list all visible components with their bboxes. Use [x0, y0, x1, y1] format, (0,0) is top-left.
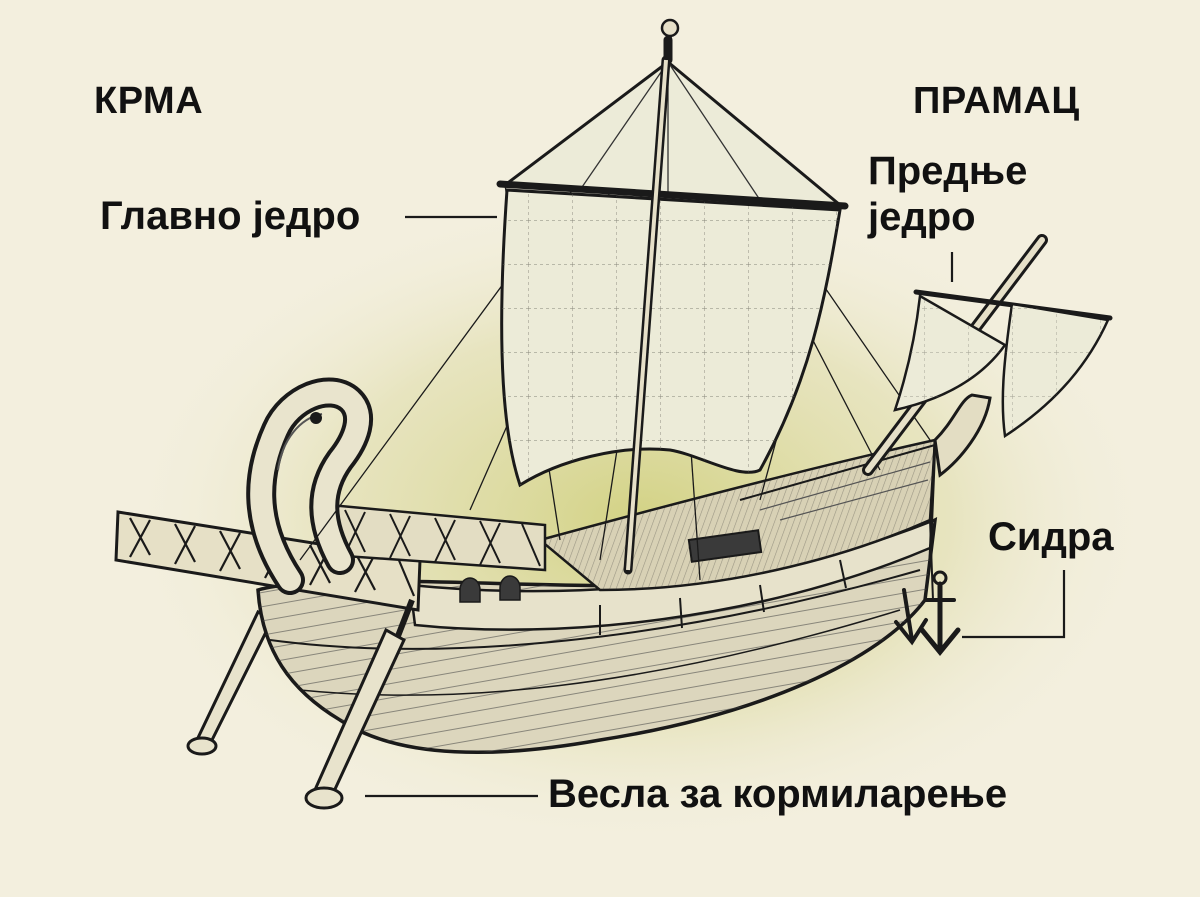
anchors-label: Сидра: [988, 515, 1114, 559]
deck: [537, 438, 937, 592]
hull: [256, 516, 938, 755]
stern-heading: КРМА: [94, 80, 204, 122]
steering-oars-label: Весла за кормиларење: [548, 772, 1008, 816]
bow-heading: ПРАМАЦ: [913, 80, 1080, 122]
fore-sail: [862, 234, 1113, 476]
leader-anchors: [962, 570, 1066, 639]
main-sail-label: Главно једро: [100, 194, 361, 238]
fore-sail-label-line1: Предње: [868, 149, 1028, 193]
main-sail: [496, 18, 849, 575]
fore-sail-label: Предње једро: [868, 148, 1027, 240]
fore-sail-label-line2: једро: [868, 195, 976, 239]
swan-neck-stern-post: [246, 377, 374, 595]
steering-oar-near: [304, 598, 415, 810]
leader-lines: [365, 215, 1066, 798]
anchors: [894, 519, 961, 656]
